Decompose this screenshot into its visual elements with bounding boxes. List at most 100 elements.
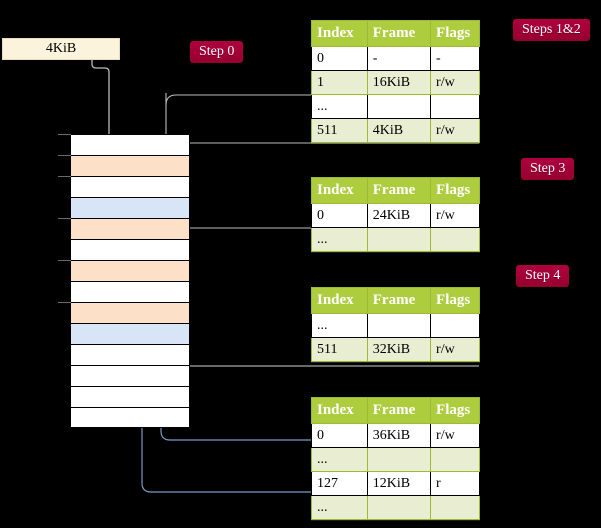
table-cell: 16KiB xyxy=(366,70,432,95)
table-cell xyxy=(366,227,432,252)
column-header-index: Index xyxy=(311,397,368,424)
table-cell xyxy=(430,447,480,472)
badge-steps-1-2-label: Steps 1&2 xyxy=(522,22,581,37)
map-tick xyxy=(58,176,71,177)
memory-map-row xyxy=(70,197,190,218)
table-row: ... xyxy=(311,313,480,338)
map-tick xyxy=(58,155,71,156)
table-cell: 127 xyxy=(311,471,368,496)
memory-map-row xyxy=(70,323,190,344)
badge-step4: Step 4 xyxy=(516,265,570,287)
badge-step3-label: Step 3 xyxy=(530,161,566,176)
badge-steps-1-2: Steps 1&2 xyxy=(513,19,590,41)
table-cell: 0 xyxy=(311,203,368,228)
column-header-index: Index xyxy=(311,20,368,47)
table-cell: - xyxy=(430,46,480,71)
table-cell xyxy=(430,227,480,252)
table-row: ... xyxy=(311,227,480,252)
table-cell xyxy=(430,94,480,119)
table-cell: r/w xyxy=(430,118,480,143)
table-row: ... xyxy=(311,94,480,119)
table-cell: r/w xyxy=(430,70,480,95)
table-cell: 0 xyxy=(311,423,368,448)
column-header-frame: Frame xyxy=(366,20,432,47)
badge-step0: Step 0 xyxy=(190,41,244,63)
column-header-flags: Flags xyxy=(430,397,480,424)
table-cell: r/w xyxy=(430,423,480,448)
memory-map-row xyxy=(70,134,190,155)
map-tick xyxy=(58,218,71,219)
table-row: 0-- xyxy=(311,46,480,71)
table-cell: r/w xyxy=(430,337,480,362)
table-cell: 32KiB xyxy=(366,337,432,362)
memory-map-row xyxy=(70,260,190,281)
table-cell xyxy=(366,447,432,472)
table-cell: ... xyxy=(311,94,368,119)
table-cell: 36KiB xyxy=(366,423,432,448)
table-cell: 12KiB xyxy=(366,471,432,496)
column-header-flags: Flags xyxy=(430,177,480,204)
memory-map-row xyxy=(70,218,190,239)
table-cell: r xyxy=(430,471,480,496)
map-tick xyxy=(58,302,71,303)
table-row: ... xyxy=(311,495,480,520)
column-header-index: Index xyxy=(311,177,368,204)
memory-map-row xyxy=(70,344,190,365)
table-cell xyxy=(430,495,480,520)
column-header-index: Index xyxy=(311,287,368,314)
table-cell xyxy=(430,313,480,338)
table-cell: r/w xyxy=(430,203,480,228)
column-header-frame: Frame xyxy=(366,177,432,204)
source-frame-label: 4KiB xyxy=(45,41,77,56)
column-header-flags: Flags xyxy=(430,20,480,47)
memory-map-row xyxy=(70,176,190,197)
table-cell: 24KiB xyxy=(366,203,432,228)
map-tick xyxy=(58,260,71,261)
table-cell xyxy=(366,313,432,338)
table-cell: 1 xyxy=(311,70,368,95)
table-cell xyxy=(366,94,432,119)
badge-step4-label: Step 4 xyxy=(525,268,561,283)
memory-map-row xyxy=(70,365,190,386)
source-frame-box: 4KiB xyxy=(2,38,120,60)
badge-step3: Step 3 xyxy=(521,158,575,180)
memory-map-row xyxy=(70,239,190,260)
table-cell: 4KiB xyxy=(366,118,432,143)
memory-map xyxy=(70,134,190,428)
memory-map-row xyxy=(70,281,190,302)
table-cell: 0 xyxy=(311,46,368,71)
memory-map-row xyxy=(70,302,190,323)
table-cell: 511 xyxy=(311,337,368,362)
table-cell xyxy=(366,495,432,520)
badge-step0-label: Step 0 xyxy=(199,44,235,59)
table-cell: ... xyxy=(311,447,368,472)
table-cell: ... xyxy=(311,313,368,338)
column-header-flags: Flags xyxy=(430,287,480,314)
map-tick xyxy=(58,134,71,135)
memory-map-row xyxy=(70,386,190,407)
table-cell: ... xyxy=(311,495,368,520)
table-cell: - xyxy=(366,46,432,71)
column-header-frame: Frame xyxy=(366,287,432,314)
column-header-frame: Frame xyxy=(366,397,432,424)
wire-pml4-row511-left xyxy=(165,142,479,160)
memory-map-row xyxy=(70,407,190,428)
table-cell: ... xyxy=(311,227,368,252)
memory-map-row xyxy=(70,155,190,176)
table-cell: 511 xyxy=(311,118,368,143)
